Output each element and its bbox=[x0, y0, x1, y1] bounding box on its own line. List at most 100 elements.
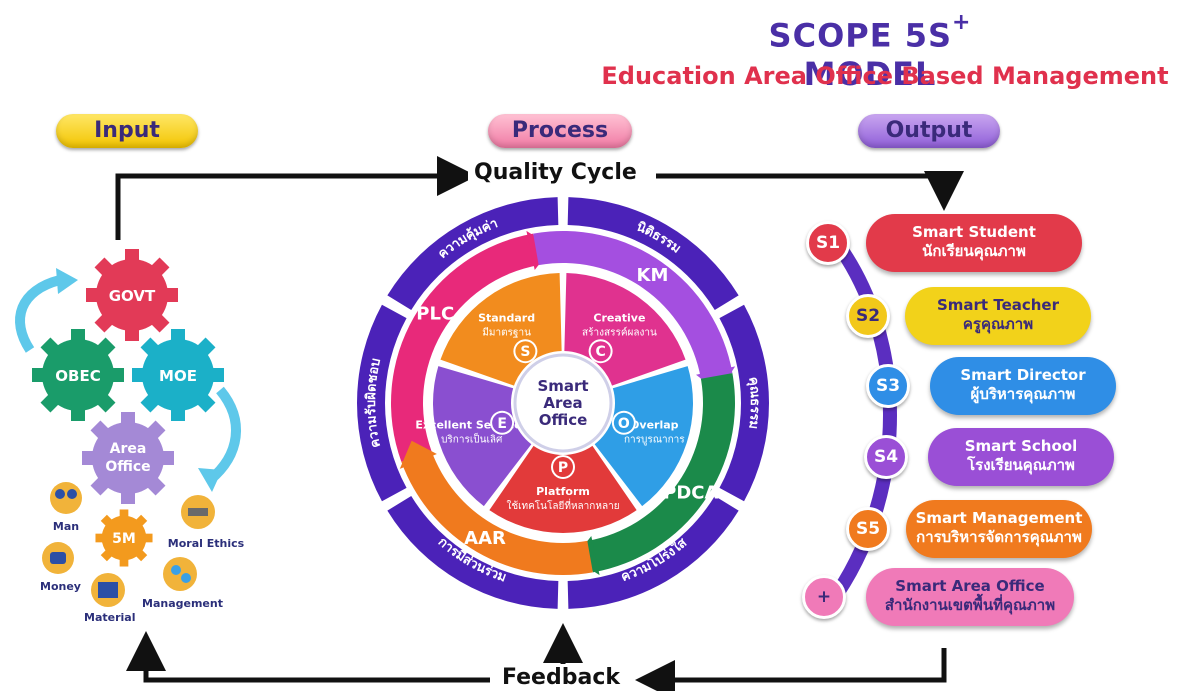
resource-money: Money bbox=[40, 580, 81, 593]
cycle-label-pdca: PDCA bbox=[663, 482, 718, 503]
cycle-ring-segment bbox=[587, 373, 735, 573]
cycle-ring-segment bbox=[533, 231, 733, 379]
cycle-ring-segment bbox=[391, 233, 539, 462]
feedback-arrow-right bbox=[635, 648, 947, 691]
segment-p-th: ใช้เทคโนโลยีที่หลากหลาย bbox=[506, 498, 619, 512]
segment-letter-badge-fill bbox=[515, 341, 536, 362]
segment-letter-c: C bbox=[595, 344, 605, 360]
input-cycle-arrow-left bbox=[15, 275, 62, 353]
process-stage-label: Process bbox=[488, 114, 632, 148]
output-badge-6: + bbox=[802, 575, 846, 619]
input-gears: GOVT OBEC MOE Area Office 5M bbox=[15, 249, 241, 607]
model-title-text: SCOPE 5S bbox=[768, 16, 953, 55]
segment-p bbox=[489, 445, 637, 533]
outer-ring-segment bbox=[387, 496, 559, 609]
output-item-thai: นักเรียนคุณภาพ bbox=[922, 242, 1026, 260]
gear-govt-label: GOVT bbox=[109, 287, 156, 305]
segment-letter-badge-fill bbox=[553, 457, 573, 477]
quality-cycle-label: Quality Cycle bbox=[468, 160, 643, 185]
segment-letter-p: P bbox=[558, 460, 568, 476]
output-item-thai: ผู้บริหารคุณภาพ bbox=[970, 385, 1076, 403]
segment-p-en: Platform bbox=[536, 485, 590, 498]
outer-ring-label: คุณธรรม bbox=[745, 376, 762, 430]
outer-ring-segment bbox=[387, 197, 559, 310]
output-item-title: Smart Director bbox=[960, 366, 1086, 384]
output-item-title: Smart Area Office bbox=[895, 577, 1045, 595]
output-item-thai: โรงเรียนคุณภาพ bbox=[967, 456, 1075, 474]
gear-5m-label: 5M bbox=[112, 531, 136, 547]
output-item-title: Smart Teacher bbox=[936, 296, 1060, 314]
output-spine bbox=[824, 229, 897, 609]
segment-letter-badge-fill bbox=[613, 412, 634, 433]
segment-e bbox=[433, 366, 532, 507]
segment-s-th: มีมาตรฐาน bbox=[482, 326, 531, 338]
output-badge-1: S1 bbox=[806, 221, 850, 265]
model-title-plus: + bbox=[952, 10, 972, 35]
segment-letter-o: O bbox=[618, 416, 630, 432]
cycle-ring-arrowhead bbox=[399, 440, 437, 469]
center-label-line: Office bbox=[539, 411, 588, 429]
gear-area-office-label-1: Area bbox=[110, 441, 147, 457]
quality-cycle-arrow-left bbox=[115, 156, 477, 240]
output-item-title: Smart Student bbox=[912, 223, 1036, 241]
output-item-thai: การบริหารจัดการคุณภาพ bbox=[916, 528, 1082, 546]
gear-moe-label: MOE bbox=[159, 367, 197, 385]
resource-moral-ethics: Moral Ethics bbox=[167, 537, 245, 550]
center-circle bbox=[513, 353, 613, 453]
output-badge-5: S5 bbox=[846, 507, 890, 551]
model-subtitle: Education Area Office Based Management bbox=[601, 62, 1169, 90]
outer-ring-segment bbox=[357, 304, 407, 502]
management-icon bbox=[163, 557, 197, 591]
gear-area-office bbox=[82, 412, 174, 504]
model-title-end: MODEL bbox=[803, 54, 937, 93]
outer-ring-segment bbox=[567, 197, 739, 310]
center-label-line: Smart bbox=[537, 377, 588, 395]
segment-c-th: สร้างสรรค์ผลงาน bbox=[582, 326, 657, 338]
segment-letter-e: E bbox=[497, 416, 507, 432]
segment-o-th: การบูรณาการ bbox=[624, 435, 685, 446]
segment-o-en: Overlap bbox=[630, 419, 679, 432]
quality-cycle-arrow-right bbox=[656, 171, 964, 211]
resource-man: Man bbox=[52, 520, 80, 533]
center-label-line: Area bbox=[543, 394, 582, 412]
output-badge-4: S4 bbox=[864, 435, 908, 479]
output-badge-2: S2 bbox=[846, 294, 890, 338]
output-item-thai: สำนักงานเขตพื้นที่คุณภาพ bbox=[884, 596, 1056, 614]
input-stage-label: Input bbox=[56, 114, 198, 148]
feedback-arrow-left bbox=[126, 631, 490, 683]
resource-management: Management bbox=[142, 597, 223, 610]
segment-letter-badge-fill bbox=[492, 412, 513, 433]
output-badge-3: S3 bbox=[866, 364, 910, 408]
model-title: SCOPE 5S+ MODEL bbox=[700, 10, 1040, 93]
segment-letter-badge-fill bbox=[590, 341, 611, 362]
process-wheel: ความคุ้มค่านิติธรรมคุณธรรมความโปร่งใสการ… bbox=[357, 197, 769, 609]
segment-e-th: บริการเป็นเลิศ bbox=[441, 432, 503, 446]
segment-letter-s: S bbox=[520, 344, 530, 360]
gear-obec-label: OBEC bbox=[55, 367, 100, 385]
outer-ring-segment bbox=[719, 304, 769, 502]
segment-c-en: Creative bbox=[593, 311, 645, 324]
resource-material: Material bbox=[84, 611, 136, 624]
segment-s-en: Standard bbox=[478, 311, 535, 324]
cycle-label-aar: AAR bbox=[464, 528, 506, 549]
output-item-thai: ครูคุณภาพ bbox=[962, 315, 1034, 333]
output-item-title: Smart School bbox=[964, 437, 1078, 455]
gear-area-office-label-2: Office bbox=[105, 459, 150, 475]
feedback-label: Feedback bbox=[496, 665, 626, 690]
outer-ring-label: ความรับผิดชอบ bbox=[364, 357, 384, 449]
cycle-label-km: KM bbox=[637, 265, 669, 286]
outer-ring-segment bbox=[567, 496, 739, 609]
output-stage-label: Output bbox=[858, 114, 1000, 148]
man-icon bbox=[50, 482, 82, 514]
cycle-ring-segment bbox=[401, 450, 593, 575]
segment-o bbox=[594, 366, 693, 507]
output-item-title: Smart Management bbox=[915, 509, 1083, 527]
cycle-label-plc: PLC bbox=[416, 304, 454, 325]
